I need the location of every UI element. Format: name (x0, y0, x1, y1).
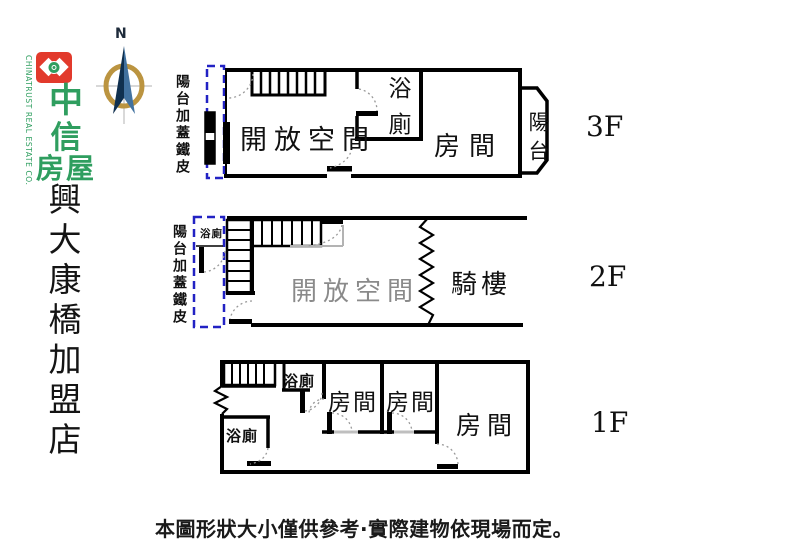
annex-note-3f: 陽台加蓋鐵皮 (174, 74, 190, 176)
room-label-room2-1f: 房間 (386, 390, 436, 416)
arcade-zigzag-2f (417, 217, 436, 326)
room-label-balcony-3f: 陽台 (526, 111, 550, 169)
annex-note-2f: 陽台加蓋鐵皮 (171, 224, 187, 326)
plan-3f (204, 64, 549, 180)
left-zigzag-1f (212, 385, 230, 415)
disclaimer-text: 本圖形狀大小僅供參考·實際建物依現場而定。 (155, 517, 574, 541)
company-name-zh-1: 中 (49, 81, 83, 121)
stairs-3f (250, 68, 327, 97)
room-label-bath-3f: 浴廁 (384, 76, 410, 148)
room-label-open-space-2f: 開放空間 (291, 277, 420, 307)
room-label-room-3f: 房間 (434, 132, 505, 162)
room-label-bath-2f: 浴廁 (200, 228, 223, 240)
room-label-room3-1f: 房間 (456, 411, 519, 440)
annex-dashed-outline-2f (192, 215, 226, 329)
room-label-arcade-2f: 騎樓 (451, 270, 512, 300)
stairs-2f (225, 218, 323, 295)
floor-tag-3f: 3F (586, 110, 624, 143)
room-label-bath-top-1f: 浴廁 (283, 372, 316, 390)
stairs-1f (222, 360, 277, 388)
floor-tag-1f: 1F (591, 406, 629, 439)
compass-icon (96, 46, 152, 124)
company-name-zh-3: 房屋 (35, 152, 96, 185)
room-label-bath-bottom-1f: 浴廁 (226, 427, 259, 445)
room-label-room1-1f: 房間 (328, 390, 378, 416)
chinatrust-emblem-icon (36, 52, 72, 83)
compass-north-label: N (115, 26, 127, 42)
plan-2f (192, 215, 527, 329)
window-symbol-3f (204, 111, 216, 165)
balcony-outline-3f (520, 86, 549, 175)
room-label-open-space-3f: 開放空間 (240, 125, 376, 156)
company-name-zh-2: 信 (50, 120, 82, 156)
floor-tag-2f: 2F (589, 260, 627, 293)
store-name: 興大康橋加盟店 (43, 182, 82, 462)
plan-1f (212, 360, 530, 474)
